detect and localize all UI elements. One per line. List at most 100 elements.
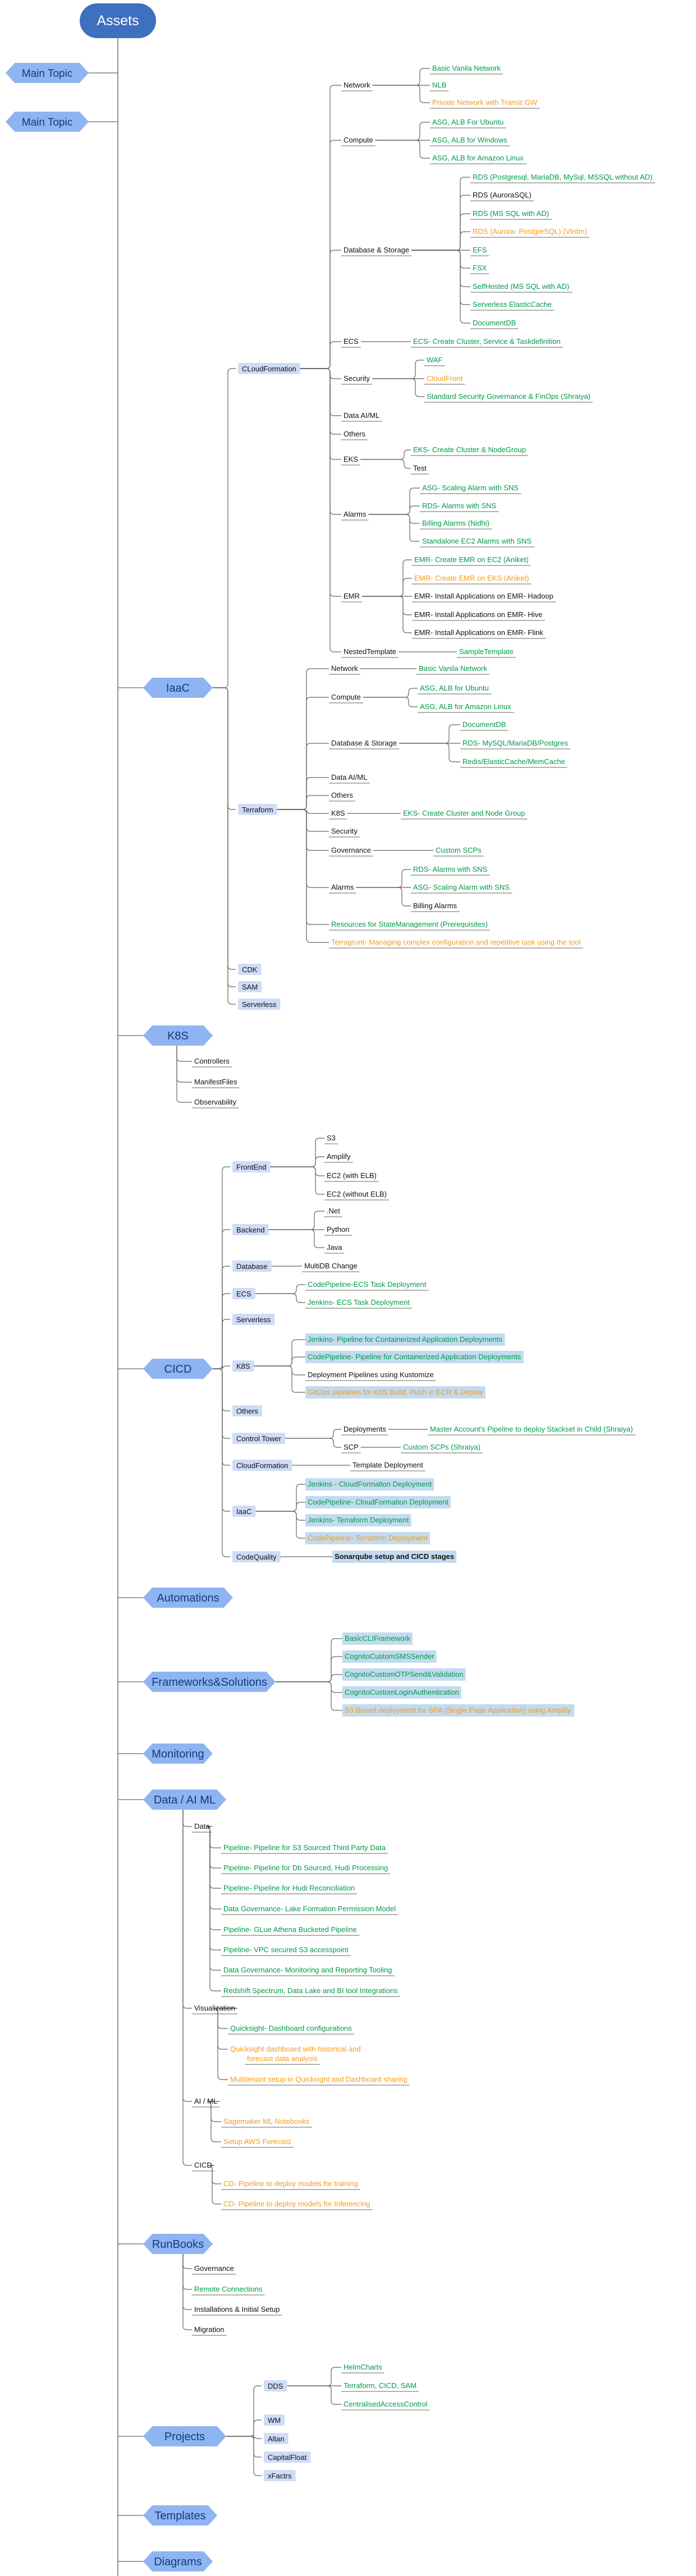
node-asg-alb-for-ubuntu[interactable]: ASG, ALB For Ubuntu: [432, 118, 503, 126]
node-standard-security-governance-finops-shraiya[interactable]: Standard Security Governance & FinOps (S…: [427, 392, 590, 401]
node-asg-alb-for-ubuntu[interactable]: ASG, ALB for Ubuntu: [420, 684, 489, 692]
node-sampletemplate[interactable]: SampleTemplate: [459, 647, 514, 656]
node-cd-pipeline-to-deploy-models-for-inferencing[interactable]: CD- Pipeline to deploy models for Infere…: [223, 2200, 370, 2208]
node-alarms[interactable]: Alarms: [344, 510, 367, 518]
node-fsx[interactable]: FSX: [473, 264, 487, 272]
topic-automations[interactable]: [143, 1588, 233, 1608]
node-cd-pipeline-to-deploy-models-for-training[interactable]: CD- Pipeline to deploy models for traini…: [223, 2179, 358, 2188]
node-multitenant-setup-in-quicksight-and-dashboard-sh[interactable]: Multitenant setup in Quicksight and Dash…: [230, 2075, 407, 2083]
box-codequality[interactable]: [232, 1551, 281, 1562]
node-billing-alarms[interactable]: Billing Alarms: [413, 901, 457, 910]
node-multidb-change[interactable]: MultiDB Change: [304, 1262, 358, 1270]
node-visualization[interactable]: Visualization: [194, 2004, 235, 2012]
node-asg-alb-for-windows[interactable]: ASG, ALB for Windows: [432, 136, 507, 144]
node-rds-alarms-with-sns[interactable]: RDS- Alarms with SNS: [422, 502, 497, 510]
node-centralisedaccesscontrol[interactable]: CentralisedAccessControl: [344, 2400, 428, 2408]
node-custom-scps[interactable]: Custom SCPs: [436, 846, 482, 854]
node-compute[interactable]: Compute: [344, 136, 373, 144]
node-billing-alarms-nidhi[interactable]: Billing Alarms (Nidhi): [422, 519, 489, 527]
node-pipeline-pipeline-for-db-sourced-hudi-processing[interactable]: Pipeline- Pipeline for Db Sourced, Hudi …: [223, 1864, 388, 1872]
node-codepipeline-pipeline-for-containerized-applicat[interactable]: CodePipeline- Pipeline for Containerized…: [308, 1353, 521, 1361]
node-terraform-cicd-sam[interactable]: Terraform, CICD, SAM: [344, 2381, 416, 2390]
node-codepipeline-cloudformation-deployment[interactable]: CodePipeline- CloudFormation Deployment: [308, 1498, 448, 1506]
node-manifestfiles[interactable]: ManifestFiles: [194, 1078, 237, 1086]
node-documentdb[interactable]: DocumentDB: [473, 319, 516, 327]
node-quicksight-dashboard-configurations[interactable]: Quicksight- Dashboard configurations: [230, 2024, 352, 2032]
node-custom-scps-shraiya[interactable]: Custom SCPs (Shraiya): [403, 1443, 480, 1451]
node-asg-scaling-alarm-with-sns[interactable]: ASG- Scaling Alarm with SNS: [413, 883, 510, 891]
node-jenkins-terraform-deployment[interactable]: Jenkins- Terraform Deployment: [308, 1516, 409, 1524]
node-deployment-pipelines-using-kustomize[interactable]: Deployment Pipelines using Kustomize: [308, 1370, 434, 1379]
node-codepipeline-ecs-task-deployment[interactable]: CodePipeline-ECS Task Deployment: [308, 1280, 427, 1289]
node-cognitocustomotpsend-validation[interactable]: CognitoCustomOTPSend&Validation: [345, 1670, 464, 1678]
node-controllers[interactable]: Controllers: [194, 1057, 230, 1065]
node-ecs-create-cluster-service-taskdefinition[interactable]: ECS- Create Cluster, Service & Taskdefin…: [413, 337, 561, 346]
node-sagemaker-ml-notebooks[interactable]: Sagemaker ML Notebooks: [223, 2117, 310, 2126]
node-eks-create-cluster-and-node-group[interactable]: EKS- Create Cluster and Node Group: [403, 809, 525, 817]
node-setup-aws-forecast[interactable]: Setup AWS Forecast: [223, 2137, 291, 2146]
topic-frameworks-solutions[interactable]: [143, 1672, 276, 1692]
node-serverless-elasticcache[interactable]: Serverless ElasticCache: [473, 300, 552, 309]
box-k8s[interactable]: [232, 1360, 254, 1372]
topic-templates[interactable]: [143, 2505, 217, 2526]
box-backend[interactable]: [232, 1224, 269, 1235]
box-sam[interactable]: [238, 981, 262, 992]
node-gitops-pipelines-for-k8s-build-push-in-ecr-deplo[interactable]: GitOps pipelines for K8S Build, Push in …: [308, 1388, 483, 1396]
box-wm[interactable]: [264, 2414, 285, 2426]
node-private-network-with-transit-gw[interactable]: Private Network with Transit GW: [432, 98, 538, 107]
node-helmcharts[interactable]: HelmCharts: [344, 2363, 382, 2371]
box-iaac[interactable]: [232, 1506, 256, 1517]
box-dds[interactable]: [264, 2380, 287, 2391]
box-altan[interactable]: [264, 2433, 289, 2444]
node-cicd[interactable]: CICD: [194, 2161, 212, 2169]
node-alarms[interactable]: Alarms: [331, 883, 354, 891]
node-resources-for-statemanagement-prerequisites[interactable]: Resources for StateManagement (Prerequis…: [331, 920, 488, 928]
node-net[interactable]: .Net: [327, 1207, 340, 1215]
node-terragrunt-managing-complex-configuration-and-re[interactable]: Terragrunt- Managing complex configurati…: [331, 938, 581, 946]
box-cloudformation[interactable]: [238, 363, 300, 374]
topic-projects[interactable]: [143, 2426, 226, 2446]
node-emr-install-applications-on-emr-hive[interactable]: EMR- Install Applications on EMR- Hive: [414, 610, 542, 619]
node-rds-aurorasql[interactable]: RDS (AuroraSQL): [473, 191, 532, 199]
node-data-governance-monitoring-and-reporting-tooling[interactable]: Data Governance- Monitoring and Reportin…: [223, 1966, 392, 1974]
node-sonarqube-setup-and-cicd-stages[interactable]: Sonarqube setup and CICD stages: [335, 1552, 454, 1561]
node-cognitocustomloginauthentication[interactable]: CognitoCustomLoginAuthentication: [345, 1688, 459, 1696]
node-java[interactable]: Java: [327, 1243, 342, 1252]
node-basic-vanila-network[interactable]: Basic Vanila Network: [419, 664, 487, 673]
node-deployments[interactable]: Deployments: [344, 1425, 386, 1433]
node-ai-ml[interactable]: AI / ML: [194, 2097, 217, 2105]
node-data[interactable]: Data: [194, 1822, 210, 1830]
topic-main-topic[interactable]: [6, 112, 89, 132]
box-others[interactable]: [232, 1405, 263, 1416]
node-basiccliframework[interactable]: BasicCLIFramework: [345, 1634, 411, 1643]
node-pipeline-pipeline-for-s3-sourced-third-party-dat[interactable]: Pipeline- Pipeline for S3 Sourced Third …: [223, 1843, 386, 1852]
node-pipeline-glue-athena-bucketed-pipeline[interactable]: Pipeline- GLue Athena Bucketed Pipeline: [223, 1925, 357, 1934]
node-documentdb[interactable]: DocumentDB: [463, 720, 506, 729]
node-template-deployment[interactable]: Template Deployment: [352, 1461, 423, 1469]
node-s3-based-deployment-for-spa-single-page-applicat[interactable]: S3 Based deployment for SPA (Single Page…: [345, 1706, 571, 1714]
node-basic-vanila-network[interactable]: Basic Vanila Network: [432, 64, 501, 72]
node-emr-install-applications-on-emr-hadoop[interactable]: EMR- Install Applications on EMR- Hadoop: [414, 592, 553, 600]
node-others[interactable]: Others: [344, 430, 366, 438]
node-ecs[interactable]: ECS: [344, 337, 359, 346]
root-node[interactable]: [80, 3, 156, 38]
box-control-tower[interactable]: [232, 1433, 286, 1444]
topic-diagrams[interactable]: [143, 2551, 213, 2572]
node-network[interactable]: Network: [331, 664, 358, 673]
node-emr-create-emr-on-ec2-aniket[interactable]: EMR- Create EMR on EC2 (Aniket): [414, 555, 529, 564]
node-codepipeline-terraform-deployment[interactable]: CodePipeline- Terraform Deployment: [308, 1534, 428, 1542]
node-jenkins-pipeline-for-containerized-application-d[interactable]: Jenkins- Pipeline for Containerized Appl…: [308, 1335, 502, 1344]
node-forecast-data-analysis[interactable]: forecast data analysis: [247, 2054, 318, 2063]
node-others[interactable]: Others: [331, 791, 354, 799]
node-asg-alb-for-amazon-linux[interactable]: ASG, ALB for Amazon Linux: [432, 154, 524, 162]
node-quicksight-dashboard-with-historical-and[interactable]: Quicksight dashboard with historical and: [230, 2045, 361, 2053]
node-selfhosted-ms-sql-with-ad[interactable]: SelfHosted (MS SQL with AD): [473, 282, 569, 291]
node-cloudfront[interactable]: CloudFront: [427, 374, 463, 383]
box-frontend[interactable]: [232, 1161, 271, 1172]
node-jenkins-ecs-task-deployment[interactable]: Jenkins- ECS Task Deployment: [308, 1298, 410, 1307]
node-master-account-s-pipeline-to-deploy-stackset-in-[interactable]: Master Account's Pipeline to deploy Stac…: [430, 1425, 633, 1433]
node-cognitocustomsmssender[interactable]: CognitoCustomSMSSender: [345, 1652, 434, 1660]
node-rds-postgresql-mariadb-mysql-mssql-without-ad[interactable]: RDS (Postgresql, MariaDB, MySql, MSSQL w…: [473, 173, 652, 181]
node-emr[interactable]: EMR: [344, 592, 360, 600]
topic-iaac[interactable]: [143, 678, 213, 698]
